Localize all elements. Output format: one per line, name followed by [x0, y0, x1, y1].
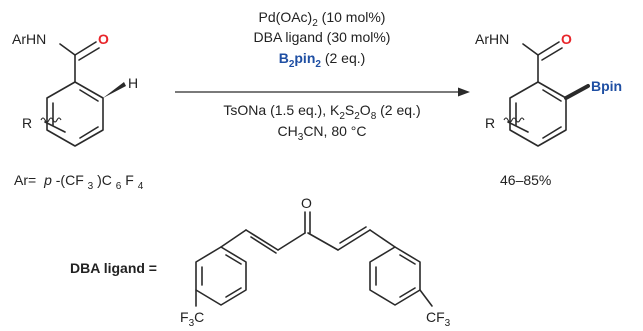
product-c-o-bond-1	[537, 41, 560, 56]
left-cf3-f: F	[180, 309, 189, 325]
product-c-n-bond	[522, 43, 539, 56]
b2pin2-b: B	[279, 50, 289, 66]
product-ring-double-2	[542, 126, 562, 139]
dba-left-ring-double-1	[225, 254, 242, 265]
o-atom: O	[360, 102, 371, 118]
dba-left-ring-double-2	[225, 287, 242, 298]
dba-right-ring	[369, 246, 421, 306]
right-cf3-cf: CF	[426, 309, 445, 325]
reactant-c-n-bond	[59, 43, 76, 56]
reactant-oxygen-label: O	[98, 31, 109, 47]
tsona-k: TsONa (1.5 eq.), K	[223, 102, 340, 118]
reactant-r-wavy-bond	[40, 117, 62, 123]
ar-def-prefix: Ar=	[14, 172, 36, 188]
reactant-r-label: R	[22, 115, 32, 131]
ar-def-f: F	[125, 172, 134, 188]
ar-def-rest: -(CF	[56, 172, 84, 188]
k-sub: 2	[339, 111, 345, 122]
solvent-temp: CN, 80 °C	[303, 123, 366, 139]
reactant-ring-double-2	[79, 126, 99, 139]
solvent-sub: 3	[298, 132, 304, 143]
reactant-r-bond	[44, 121, 66, 133]
s-sub: 2	[354, 111, 360, 122]
reactant-c-o-bond-2	[78, 47, 100, 61]
dba-chain-2	[245, 229, 279, 251]
b2pin2-pin: pin	[294, 50, 315, 66]
ar-def-sub6: 6	[116, 181, 122, 192]
pd-catalyst: Pd(OAc)	[259, 9, 313, 25]
reactant-ch-wedge	[103, 82, 126, 98]
dba-left-ring	[195, 246, 247, 306]
ar-def-p: p	[43, 172, 52, 188]
product-r-bond	[507, 121, 529, 133]
dba-chain-1	[220, 229, 247, 248]
product-c-o-bond-2	[541, 47, 563, 61]
b2pin2-sub1: 2	[289, 59, 295, 70]
s-atom: S	[345, 102, 354, 118]
left-cf3-sub: 3	[189, 318, 195, 329]
product-amide-label: ArHN	[475, 31, 509, 47]
dba-chain-5-double	[339, 226, 367, 244]
ar-def-sub3: 3	[88, 181, 94, 192]
ar-def-c6: )C	[97, 172, 112, 188]
dba-ligand-structure	[195, 211, 433, 307]
dba-right-ring-double-2	[399, 287, 416, 298]
b2pin2-sub2: 2	[315, 59, 321, 70]
dba-oxygen-label: O	[301, 195, 312, 211]
conditions-line-4: TsONa (1.5 eq.), K2S2O8 (2 eq.)	[223, 102, 420, 122]
dba-ligand-label: DBA ligand =	[70, 260, 157, 276]
b2pin2-eq: (2 eq.)	[321, 50, 365, 66]
reactant-ring-double-1	[79, 89, 99, 102]
dba-chain-3	[277, 232, 306, 251]
product-bpin-label: Bpin	[591, 78, 622, 94]
ar-def-sub4: 4	[138, 181, 144, 192]
solvent-ch: CH	[278, 123, 298, 139]
dba-chain-4	[307, 232, 339, 251]
conditions-line-2: DBA ligand (30 mol%)	[254, 29, 391, 45]
product-yield: 46–85%	[500, 172, 551, 188]
persulfate-eq: (2 eq.)	[376, 102, 420, 118]
dba-chain-6	[369, 229, 396, 248]
product-ring-double-1	[542, 89, 562, 102]
dba-right-cf3-bond	[419, 289, 433, 307]
conditions-line-5: CH3CN, 80 °C	[278, 123, 367, 143]
product-oxygen-label: O	[561, 31, 572, 47]
dba-chain-5	[337, 229, 371, 251]
dba-right-ring-double-1	[399, 254, 416, 265]
dba-left-cf3-label: F3C	[180, 309, 204, 329]
conditions-line-1: Pd(OAc)2 (10 mol%)	[259, 9, 386, 29]
dba-chain-2-double	[250, 236, 277, 254]
conditions-line-3: B2pin2 (2 eq.)	[279, 50, 366, 70]
product-cb-bond	[564, 84, 590, 100]
reactant-ring	[46, 81, 104, 147]
pd-loading: (10 mol%)	[318, 9, 386, 25]
product-r-label: R	[485, 115, 495, 131]
reactant-amide-label: ArHN	[12, 31, 46, 47]
product-ring	[509, 81, 567, 147]
reactant-structure	[40, 41, 126, 147]
pd-sub: 2	[312, 18, 318, 29]
reactant-c-o-bond-1	[74, 41, 97, 56]
product-r-wavy-bond	[503, 117, 525, 123]
reactant-hydrogen-label: H	[128, 75, 138, 91]
left-cf3-c: C	[194, 309, 204, 325]
product-structure	[503, 41, 590, 147]
reaction-arrowhead	[458, 87, 470, 97]
ar-definition: Ar= p -(CF 3 )C 6 F 4	[14, 172, 144, 192]
dba-right-cf3-label: CF3	[426, 309, 451, 329]
right-cf3-sub: 3	[445, 318, 451, 329]
o-sub: 8	[371, 111, 377, 122]
